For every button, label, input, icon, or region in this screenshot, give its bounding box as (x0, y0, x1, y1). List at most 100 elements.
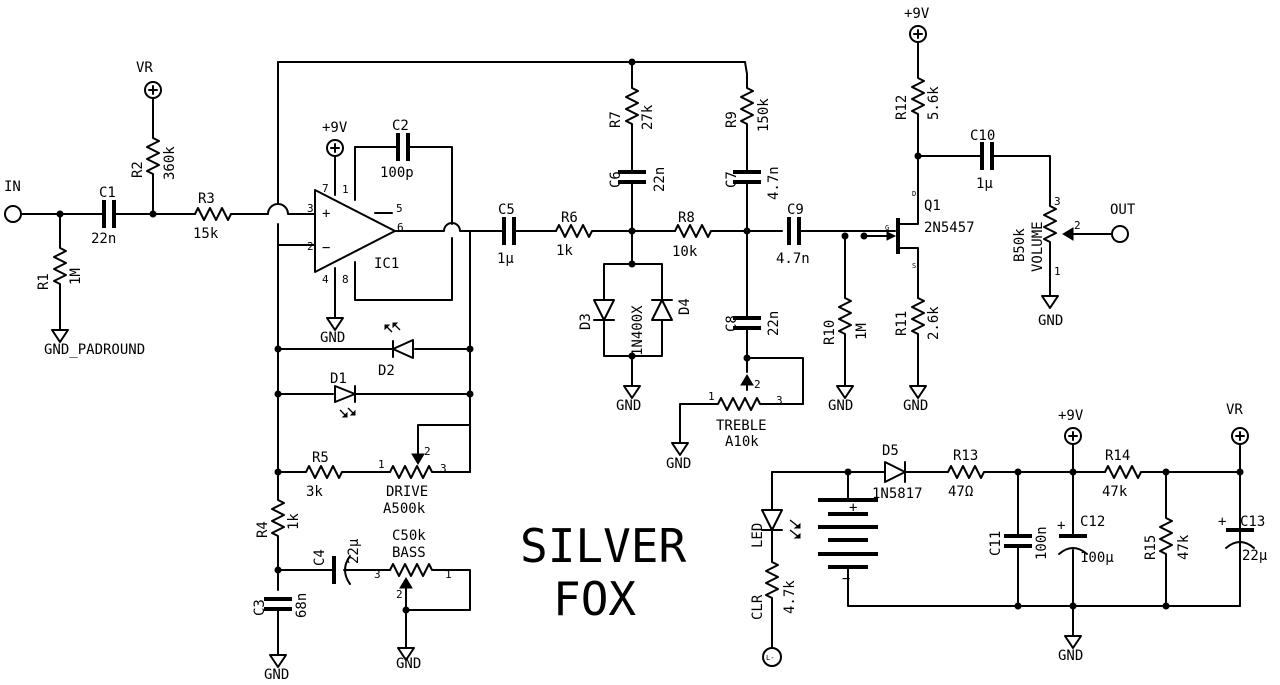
svg-text:47Ω: 47Ω (948, 484, 973, 500)
svg-text:GND: GND (396, 656, 421, 672)
svg-text:GND: GND (320, 330, 345, 346)
svg-text:100µ: 100µ (1080, 550, 1114, 566)
svg-text:R15: R15 (1143, 535, 1159, 560)
svg-text:VR: VR (136, 60, 153, 76)
ic1-opamp: + − 3 2 7 1 5 6 4 8 IC1 +9V GND (307, 120, 453, 346)
svg-text:R11: R11 (894, 311, 910, 336)
input-jack: IN (4, 179, 22, 223)
svg-text:R9: R9 (724, 111, 740, 128)
c10-capacitor: C10 1µ (917, 128, 1051, 197)
svg-text:C9: C9 (787, 202, 804, 218)
svg-text:4.7n: 4.7n (776, 251, 810, 267)
svg-text:GND: GND (828, 398, 853, 414)
svg-text:+: + (1057, 518, 1065, 534)
svg-text:S: S (912, 262, 916, 270)
c13-capacitor: VR + C13 22µ (1218, 402, 1268, 607)
svg-text:A500k: A500k (383, 501, 426, 517)
svg-text:5.6k: 5.6k (926, 86, 942, 120)
svg-text:1: 1 (342, 183, 349, 196)
svg-text:1: 1 (445, 568, 452, 581)
svg-text:5: 5 (396, 202, 403, 215)
svg-text:4: 4 (322, 273, 329, 286)
c7-capacitor: C7 4.7n (724, 166, 782, 317)
treble-potentiometer: 1 2 3 TREBLE A10k GND (666, 374, 804, 472)
svg-text:2.6k: 2.6k (926, 306, 942, 340)
svg-text:3: 3 (307, 202, 314, 215)
svg-text:+9V: +9V (904, 6, 930, 22)
svg-text:C1: C1 (99, 185, 116, 201)
output-jack: OUT (1110, 202, 1136, 243)
svg-text:7: 7 (322, 182, 329, 195)
svg-text:2N5457: 2N5457 (924, 220, 975, 236)
svg-text:R10: R10 (822, 320, 838, 345)
r1-resistor: R1 1M GND_PADROUND (36, 213, 145, 358)
svg-text:4.7k: 4.7k (782, 580, 798, 614)
svg-text:TREBLE: TREBLE (716, 418, 767, 434)
svg-text:3: 3 (1054, 195, 1061, 208)
r11-resistor: R11 2.6k GND (894, 297, 942, 414)
svg-text:10k: 10k (672, 244, 698, 260)
svg-text:3: 3 (374, 568, 381, 581)
svg-text:+: + (849, 500, 857, 516)
svg-text:VR: VR (1226, 402, 1243, 418)
svg-text:R1: R1 (36, 273, 52, 290)
svg-text:D1: D1 (330, 371, 347, 387)
svg-text:VOLUME: VOLUME (1030, 221, 1046, 272)
input-label: IN (4, 179, 21, 195)
svg-text:22n: 22n (91, 231, 116, 247)
r13-resistor: R13 47Ω (904, 448, 1106, 500)
svg-text:C50k: C50k (392, 528, 426, 544)
svg-text:2: 2 (307, 240, 314, 253)
svg-text:2: 2 (754, 378, 761, 391)
svg-text:1k: 1k (556, 243, 573, 259)
bass-potentiometer: 3 2 1 C50k BASS GND (374, 528, 471, 672)
svg-text:C8: C8 (724, 315, 740, 332)
svg-text:+9V: +9V (1058, 408, 1084, 424)
svg-text:Q1: Q1 (924, 198, 941, 214)
svg-text:8: 8 (342, 273, 349, 286)
svg-text:C3: C3 (252, 599, 268, 616)
svg-text:1N5817: 1N5817 (872, 486, 923, 502)
battery: + − (818, 498, 878, 587)
c2-capacitor: C2 100p (354, 118, 453, 225)
led-indicator: LED (750, 471, 801, 548)
svg-text:GND: GND (264, 667, 289, 683)
svg-text:R5: R5 (312, 450, 329, 466)
svg-text:C11: C11 (988, 531, 1004, 556)
svg-text:150k: 150k (756, 98, 772, 132)
svg-text:D4: D4 (677, 298, 693, 315)
r3-resistor: R3 15k (193, 191, 269, 242)
svg-text:C4: C4 (312, 549, 328, 566)
c11-capacitor: C11 100n (988, 471, 1050, 607)
svg-text:GND: GND (903, 398, 928, 414)
svg-text:R2: R2 (130, 161, 146, 178)
svg-text:R3: R3 (198, 191, 215, 207)
r9-resistor: R9 150k (724, 61, 772, 171)
r15-resistor: R15 47k (1143, 471, 1192, 607)
c3-capacitor: C3 68n GND (252, 593, 310, 683)
svg-text:D2: D2 (378, 363, 395, 379)
clr-resistor: CLR 4.7k L- (750, 529, 798, 667)
svg-text:360k: 360k (162, 146, 178, 180)
svg-text:B50k: B50k (1012, 228, 1028, 262)
svg-text:C13: C13 (1240, 514, 1265, 530)
c1-capacitor: C1 22n (91, 185, 116, 247)
r8-resistor: R8 10k (672, 210, 783, 260)
q1-jfet: D G S Q1 2N5457 (863, 139, 975, 299)
svg-text:D5: D5 (882, 443, 899, 459)
svg-text:47k: 47k (1102, 484, 1128, 500)
svg-text:1: 1 (1054, 265, 1061, 278)
r12-resistor: +9V R12 5.6k (894, 6, 942, 157)
d1-led: D1 (330, 371, 356, 418)
d2-led: D2 (378, 322, 414, 379)
svg-text:6: 6 (397, 221, 404, 234)
svg-text:1N400X: 1N400X (630, 305, 646, 356)
c5-capacitor: C5 1µ (497, 202, 557, 267)
svg-text:GND: GND (1058, 648, 1083, 664)
svg-text:1: 1 (378, 458, 385, 471)
svg-text:27k: 27k (640, 104, 656, 130)
svg-text:2: 2 (1074, 219, 1081, 232)
svg-text:D3: D3 (578, 313, 594, 330)
svg-text:22µ: 22µ (1242, 548, 1268, 564)
